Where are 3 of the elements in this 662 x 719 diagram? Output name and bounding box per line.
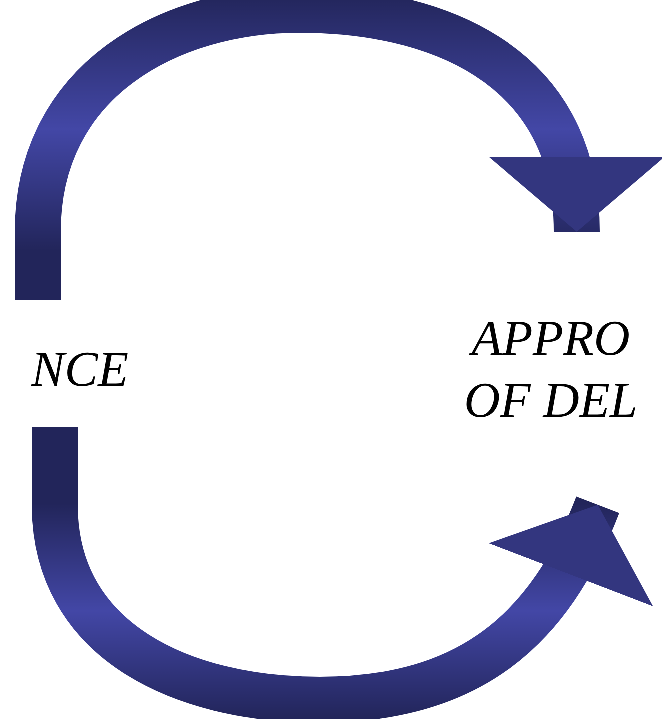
- text-label: APPRO OF DEL: [440, 232, 662, 505]
- curved-arrow: [15, 0, 660, 300]
- text-label: NCE: [0, 232, 160, 505]
